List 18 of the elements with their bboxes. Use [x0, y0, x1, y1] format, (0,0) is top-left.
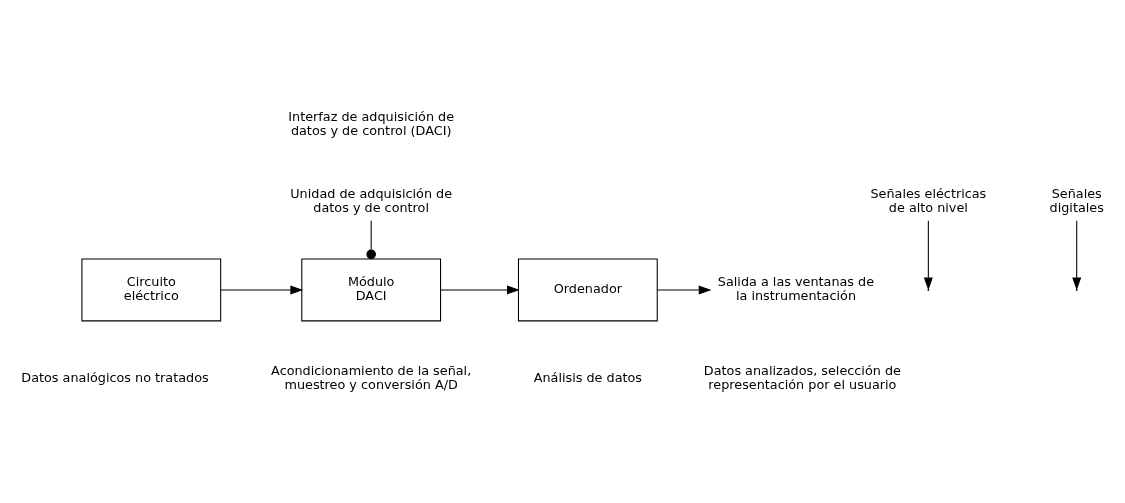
- arrow: [923, 220, 933, 291]
- label: Datos analizados, selección de representación por el usuario: [703, 362, 901, 392]
- node-text: Salida a las ventanas de la instrumentación: [717, 274, 875, 304]
- node-box: Módulo DACI: [301, 258, 442, 322]
- connector: [366, 220, 376, 260]
- arrow: [440, 285, 520, 295]
- node-box: Circuito eléctrico: [81, 258, 222, 322]
- node-box: Ordenador: [517, 258, 658, 322]
- node-text: Señales digitales: [1049, 185, 1104, 215]
- node-text: Unidad de adquisición de datos y de control: [290, 185, 453, 215]
- node-text: Señales eléctricas de alto nivel: [870, 185, 987, 215]
- label: Acondicionamiento de la señal, muestreo y conversión A/D: [271, 362, 472, 392]
- label: Análisis de datos: [533, 369, 643, 385]
- arrow: [656, 285, 712, 295]
- label: Datos analógicos no tratados: [21, 369, 209, 385]
- label: Interfaz de adquisición de datos y de control (DACI): [288, 108, 455, 138]
- arrow: [220, 285, 304, 295]
- arrow: [1072, 220, 1082, 291]
